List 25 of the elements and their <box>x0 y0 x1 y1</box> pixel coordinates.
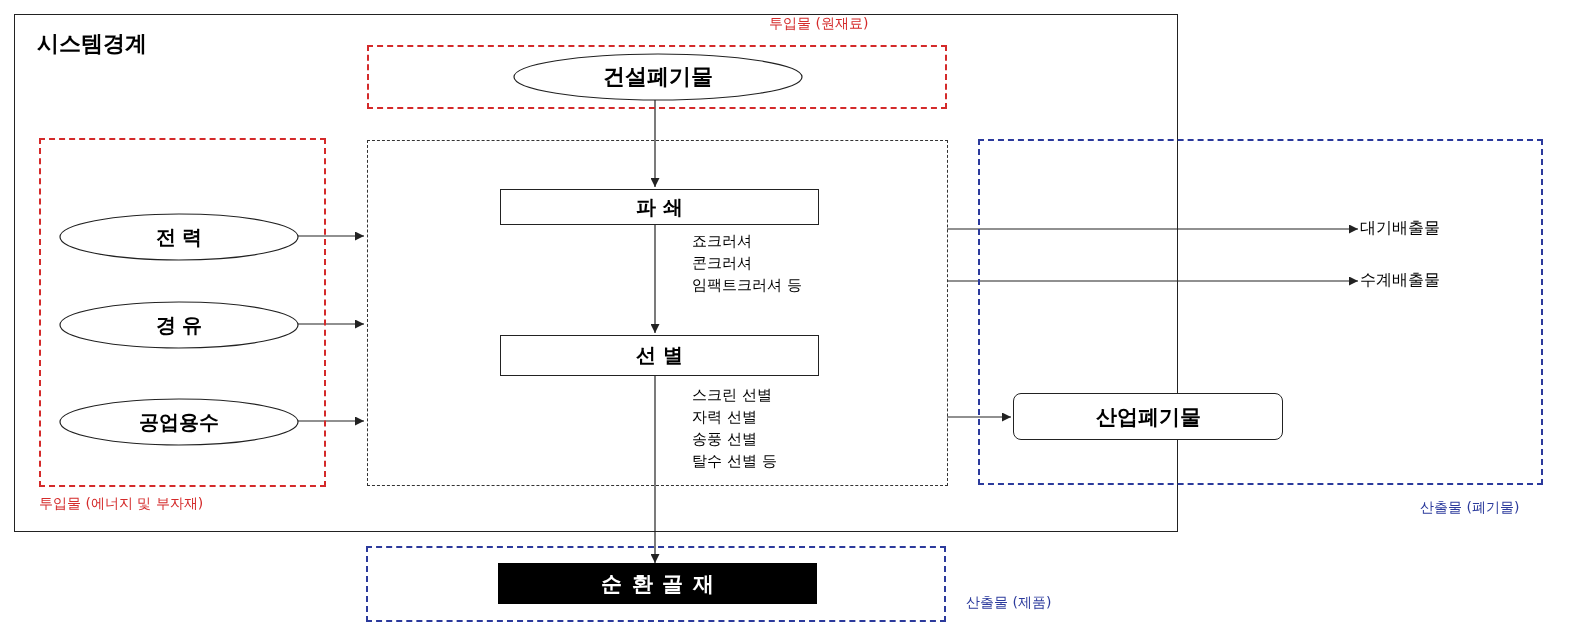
group-heading: 산출물 (제품) <box>966 594 1052 612</box>
boundary-title: 시스템경계 <box>37 30 147 58</box>
input-ellipse: 경 유 <box>59 301 299 349</box>
input-ellipse: 공업용수 <box>59 398 299 446</box>
equipment-list: 죠크러셔 콘크러셔 임팩트크러셔 등 <box>692 230 808 296</box>
output-box: 산업폐기물 <box>1013 393 1283 440</box>
product-box: 순환골재 <box>498 563 817 604</box>
process-box: 선 별 <box>500 335 819 376</box>
arrow <box>946 224 1359 234</box>
group-heading: 산출물 (폐기물) <box>1420 499 1520 517</box>
process-box: 파 쇄 <box>500 189 819 225</box>
input-ellipse: 전 력 <box>59 213 299 261</box>
output-label: 대기배출물 <box>1360 216 1490 240</box>
equipment-list: 스크린 선별 자력 선별 송풍 선별 탈수 선별 등 <box>692 384 778 472</box>
group-heading: 투입물 (에너지 및 부자재) <box>39 495 204 513</box>
group-heading: 투입물 (원재료) <box>769 15 869 33</box>
arrow <box>946 412 1012 422</box>
arrow <box>297 416 365 426</box>
input-ellipse: 건설폐기물 <box>513 53 803 101</box>
arrow <box>297 319 365 329</box>
process-frame <box>367 140 948 486</box>
output-label: 수계배출물 <box>1360 268 1490 292</box>
arrow <box>297 231 365 241</box>
arrow <box>946 276 1359 286</box>
arrow <box>650 99 660 188</box>
